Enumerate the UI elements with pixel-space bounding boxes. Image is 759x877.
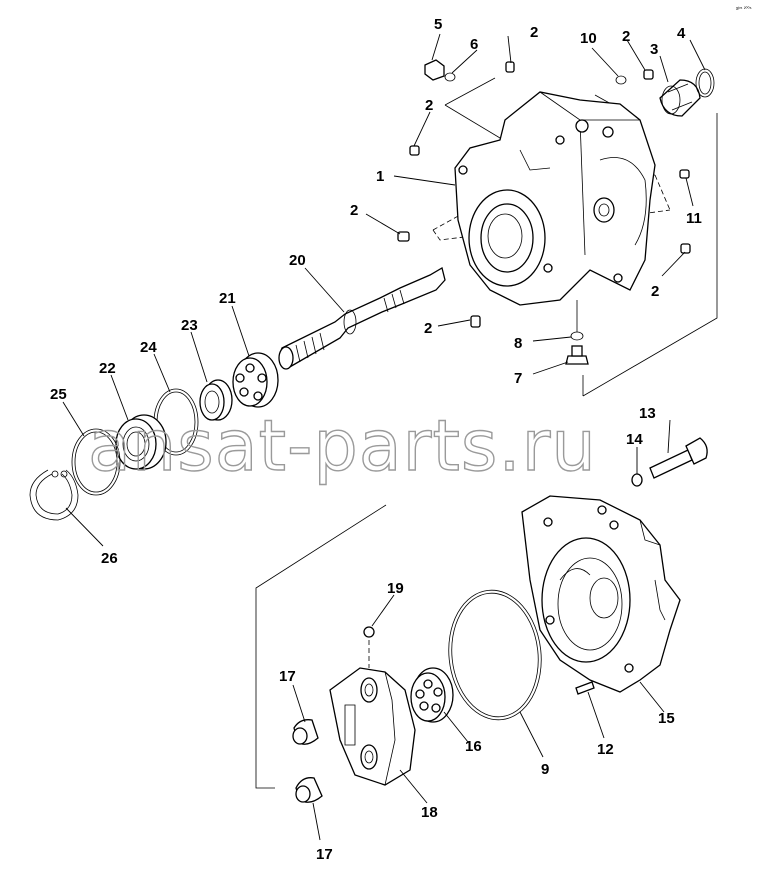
plug-11	[679, 169, 690, 179]
callout-11: 11	[686, 210, 702, 227]
bearing-21	[232, 352, 279, 408]
callout-2-right-top: 2	[622, 28, 630, 45]
plug-2-right-lower	[680, 243, 691, 254]
shaft-20	[278, 267, 446, 370]
oil-seal-22	[115, 414, 167, 470]
callout-16: 16	[465, 738, 482, 755]
callout-7: 7	[514, 370, 522, 387]
plug-2-top	[505, 61, 515, 73]
callout-17-lower: 17	[316, 846, 333, 863]
o-ring-6	[444, 72, 456, 82]
callout-22: 22	[99, 360, 116, 377]
callout-9: 9	[541, 761, 549, 778]
callout-1: 1	[376, 168, 384, 185]
plug-17-lower	[295, 777, 323, 803]
valve-plate-18	[329, 667, 416, 786]
callout-21: 21	[219, 290, 236, 307]
plug-7	[565, 345, 589, 365]
ring-25	[71, 428, 121, 496]
callout-20: 20	[289, 252, 306, 269]
ring-4	[695, 68, 715, 98]
pump-housing	[454, 91, 656, 306]
callout-8: 8	[514, 335, 522, 352]
circlip-26	[29, 469, 79, 521]
callout-2-bottom: 2	[424, 320, 432, 337]
sleeve-3	[659, 79, 701, 117]
o-ring-9	[448, 589, 542, 721]
callout-2-left: 2	[350, 202, 358, 219]
callout-15: 15	[658, 710, 675, 727]
leader-lines	[62, 33, 706, 841]
plug-17-upper	[292, 719, 319, 745]
callout-25: 25	[50, 386, 67, 403]
collar-23	[199, 379, 233, 421]
callout-13: 13	[639, 405, 656, 422]
callout-23: 23	[181, 317, 198, 334]
callout-19: 19	[387, 580, 404, 597]
ball-19	[363, 626, 375, 638]
callout-26: 26	[101, 550, 118, 567]
callout-14: 14	[626, 431, 643, 448]
callout-5: 5	[434, 16, 442, 33]
callout-2-upper-left: 2	[425, 97, 433, 114]
watermark-text: ansat-parts.ru	[88, 405, 597, 487]
bearing-16	[410, 667, 454, 723]
plug-2-left-upper	[409, 145, 420, 156]
bolt-13	[649, 437, 708, 479]
callout-2-top: 2	[530, 24, 538, 41]
callout-18: 18	[421, 804, 438, 821]
callout-4: 4	[677, 25, 686, 42]
plug-2-bottom	[470, 315, 481, 328]
callout-3: 3	[650, 41, 658, 58]
o-ring-10	[615, 75, 627, 85]
callout-12: 12	[597, 741, 614, 758]
plug-2-right-top	[643, 69, 654, 80]
callout-2-right-lower: 2	[651, 283, 659, 300]
end-cover-15	[521, 495, 681, 693]
callout-10: 10	[580, 30, 597, 47]
callout-6: 6	[470, 36, 478, 53]
corner-mark: sᵇ⁵ ²⁰⁰⁶	[736, 6, 752, 12]
pin-12	[575, 681, 595, 695]
o-ring-8	[570, 331, 584, 341]
washer-14	[631, 473, 643, 487]
plug-2-left	[397, 231, 410, 242]
fitting-5	[424, 59, 445, 81]
callout-24: 24	[140, 339, 157, 356]
callout-17-upper: 17	[279, 668, 296, 685]
